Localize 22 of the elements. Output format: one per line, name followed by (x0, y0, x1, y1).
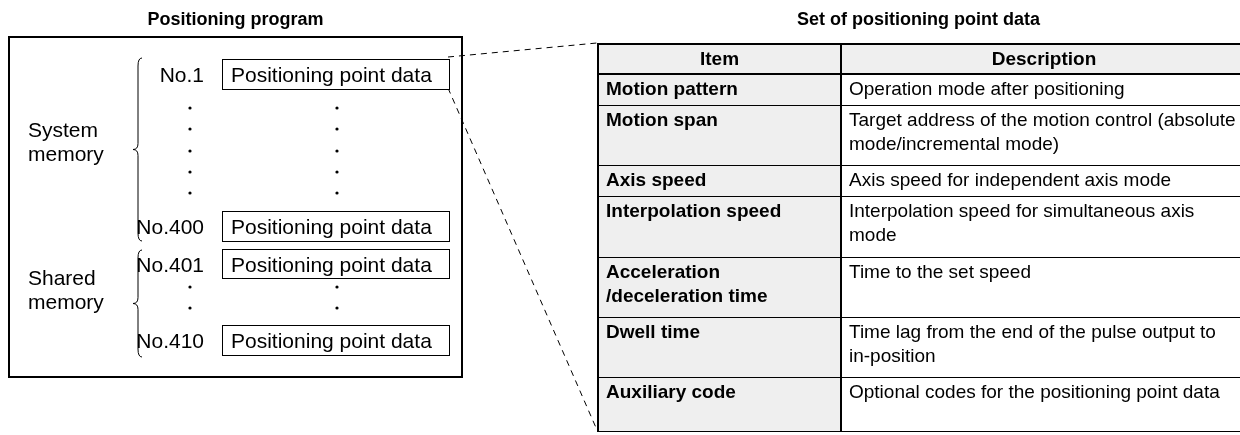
table-title: Set of positioning point data (796, 10, 1041, 28)
record-number: No.410 (136, 330, 204, 351)
item-cell: Interpolation speed (599, 197, 842, 258)
record-number: No.400 (136, 216, 204, 237)
header-cell: Item (599, 45, 842, 75)
header-cell: Description (842, 45, 1240, 75)
data-box: Positioning point data (222, 325, 450, 356)
item-cell: Auxiliary code (599, 378, 842, 432)
item-cell: Motion pattern (599, 75, 842, 106)
item-cell: Axis speed (599, 166, 842, 197)
item-cell: Motion span (599, 106, 842, 166)
data-box: Positioning point data (222, 211, 450, 242)
dashed-zoom-line (447, 42, 598, 58)
memory-label: System memory (28, 118, 105, 166)
memory-label: Shared memory (28, 266, 105, 314)
item-cell: Dwell time (599, 318, 842, 378)
data-box: Positioning point data (222, 59, 450, 90)
record-number: No.401 (136, 254, 204, 275)
item-cell: Acceleration /deceleration time (599, 258, 842, 318)
panel-title: Positioning program (146, 10, 325, 28)
data-box: Positioning point data (222, 249, 450, 279)
record-number: No.1 (159, 64, 204, 85)
